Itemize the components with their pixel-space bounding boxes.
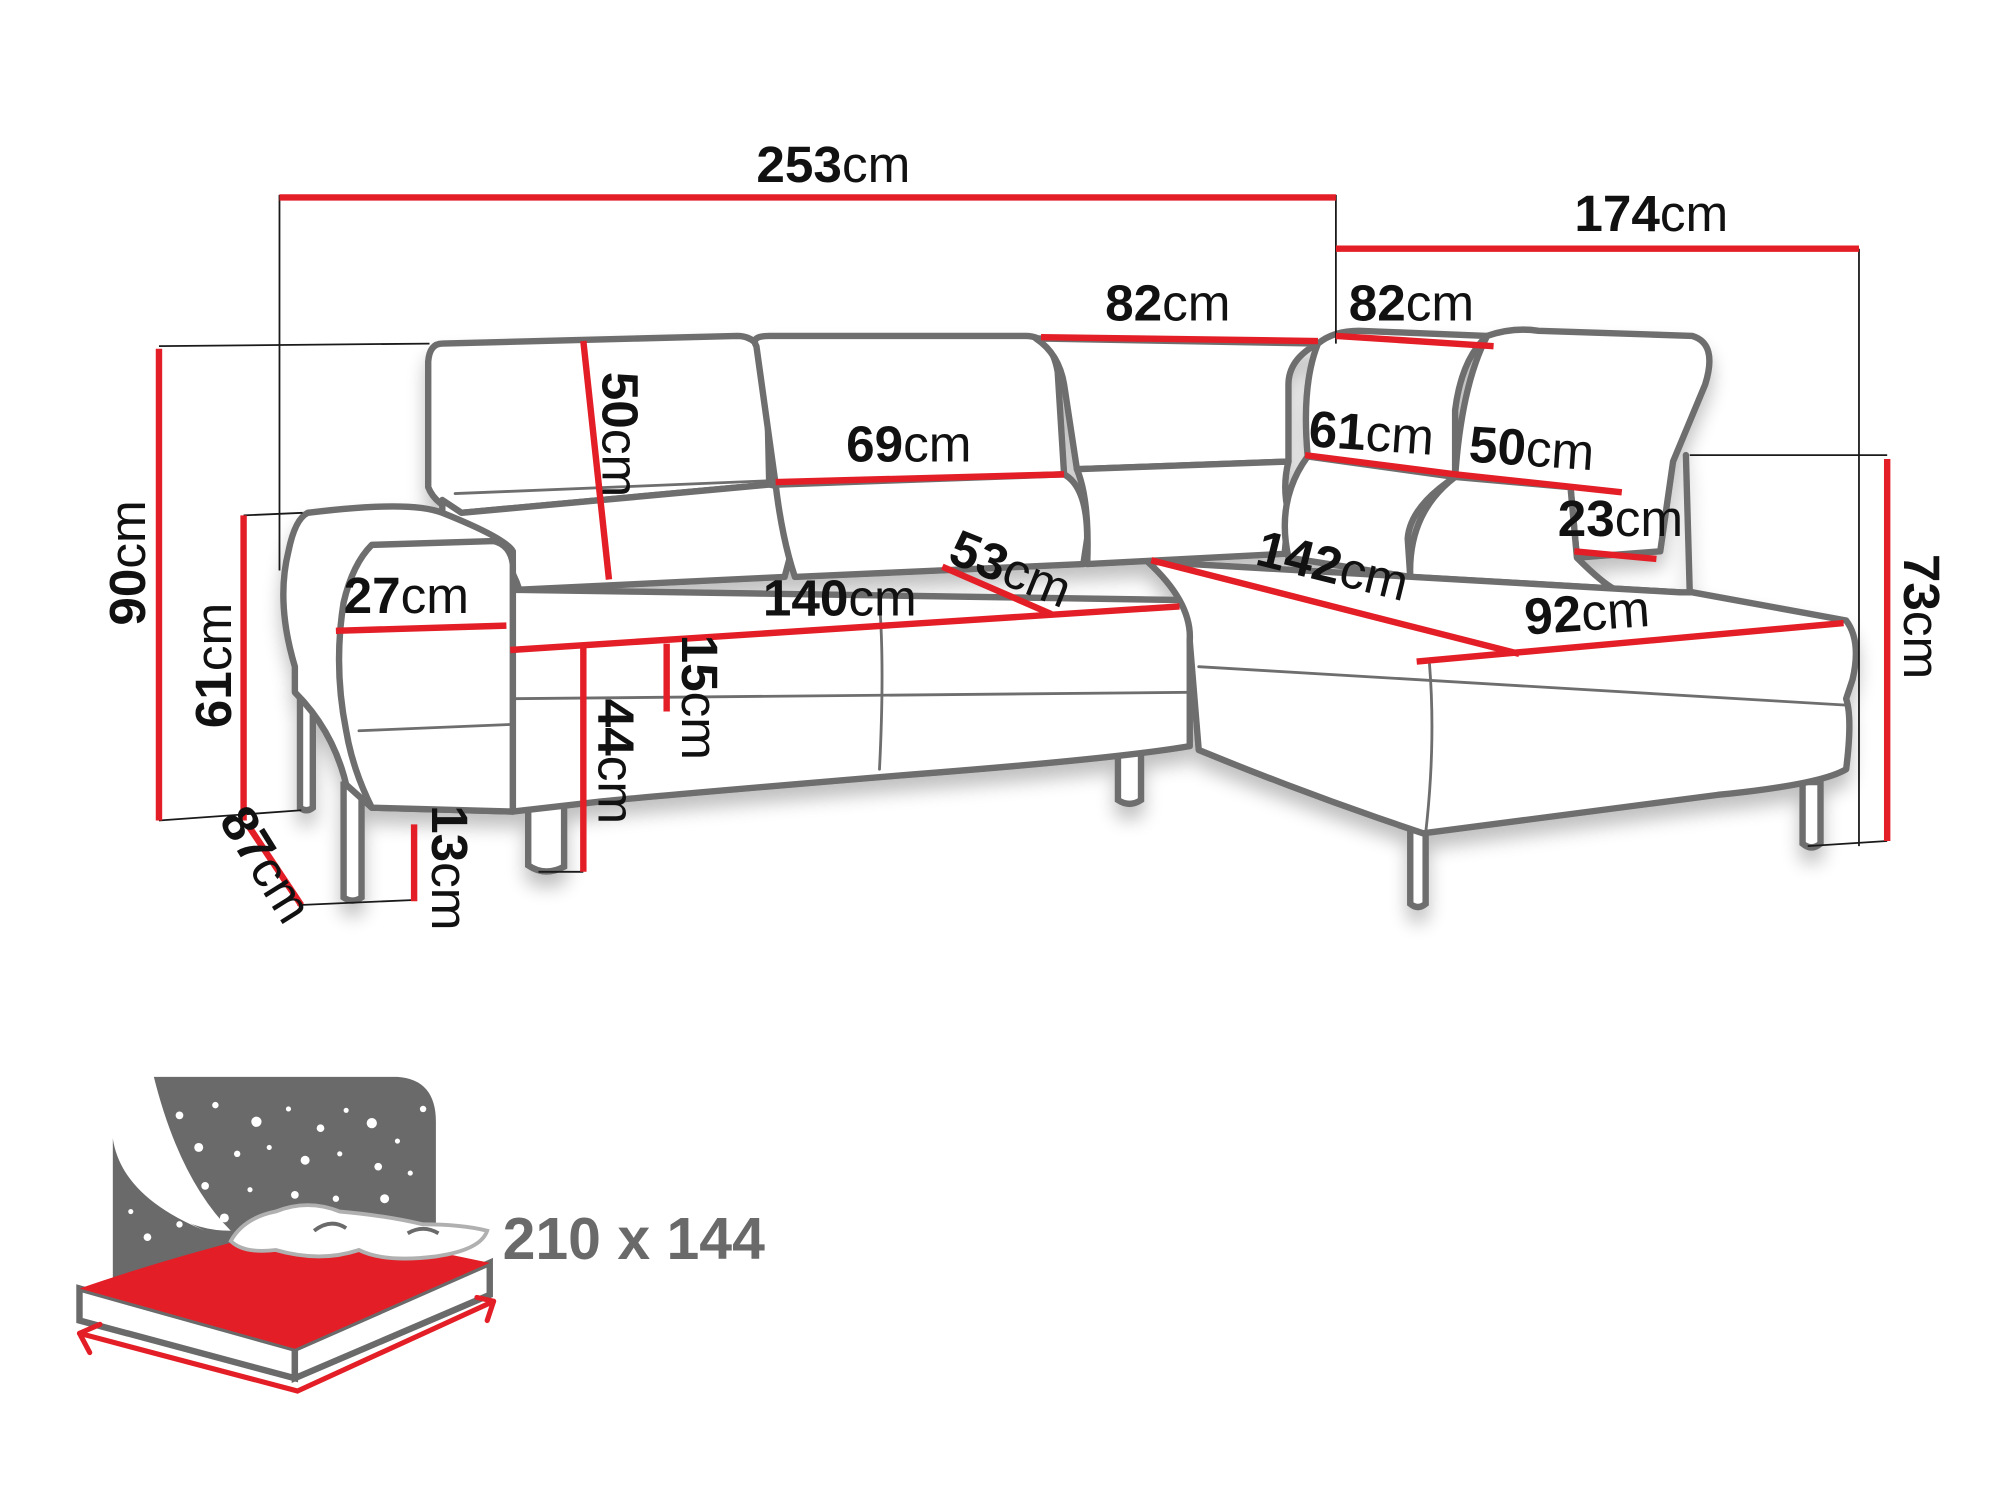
label-27: 27cm [344, 567, 469, 624]
dim-line-50-chaise [1454, 471, 1623, 496]
label-92: 92cm [1522, 580, 1651, 646]
dim-line-53 [941, 563, 1053, 618]
back-chaise-right [1451, 326, 1713, 561]
dim-line-23 [1574, 548, 1657, 563]
back-corner [1032, 335, 1322, 473]
label-82-corner: 82cm [1105, 275, 1230, 332]
leg-chaise-right [1799, 778, 1824, 851]
dim-line-92 [1416, 619, 1844, 665]
dimension-labels: 253cm 174cm 82cm 82cm 90cm 61cm 50cm 69c… [99, 136, 1950, 933]
bed-function-icon: 210 x 144 [76, 1076, 766, 1394]
dim-line-61-chaise [1304, 451, 1456, 478]
pillow-icon [228, 1203, 490, 1261]
label-142: 142cm [1251, 519, 1414, 612]
seat-middle-back-cushion [772, 471, 1091, 581]
seam [357, 722, 515, 733]
seam [1424, 662, 1434, 835]
dim-line-50 [580, 340, 613, 580]
dim-line-27 [335, 622, 507, 634]
back-chaise-left [1302, 327, 1491, 481]
label-61: 61cm [185, 603, 242, 728]
bed-sheet [79, 1241, 490, 1349]
label-253: 253cm [756, 136, 910, 193]
label-73: 73cm [1893, 554, 1950, 679]
dim-line-82-chaise [1335, 332, 1494, 350]
sofa-drawing [280, 326, 1860, 911]
sleeping-area-label: 210 x 144 [503, 1207, 766, 1272]
dim-line-69 [775, 471, 1065, 486]
label-13: 13cm [421, 805, 478, 930]
leg-front-left [340, 781, 365, 904]
label-90: 90cm [99, 500, 156, 625]
moon-curve [112, 1083, 212, 1234]
extension-lines [158, 194, 1888, 907]
label-23: 23cm [1558, 490, 1683, 547]
seam [511, 690, 1192, 701]
label-87: 87cm [209, 796, 324, 933]
label-50-chaise: 50cm [1467, 416, 1596, 482]
armrest-front-panel [335, 537, 517, 815]
seam [1197, 665, 1848, 707]
label-140: 140cm [763, 569, 917, 626]
seat-corner-cushion [1073, 458, 1292, 568]
seam [453, 479, 771, 496]
chaise-seat [1144, 558, 1860, 837]
label-82-chaise: 82cm [1349, 275, 1474, 332]
chaise-arm [1682, 451, 1696, 596]
dim-line-142 [1150, 557, 1521, 657]
dim-line-140 [510, 603, 1180, 654]
label-50: 50cm [592, 372, 649, 497]
leg-left-back [296, 689, 317, 814]
label-44: 44cm [588, 699, 645, 824]
label-69: 69cm [846, 416, 971, 473]
size-arrows-icon [76, 1294, 497, 1394]
dim-line-87 [244, 822, 304, 907]
dimension-lines [155, 194, 1891, 907]
label-61-chaise: 61cm [1307, 400, 1436, 466]
seam [878, 601, 884, 771]
label-174: 174cm [1574, 185, 1728, 242]
leg-center [1114, 746, 1145, 808]
label-15: 15cm [671, 635, 728, 760]
dim-line-82-corner [1040, 333, 1318, 345]
